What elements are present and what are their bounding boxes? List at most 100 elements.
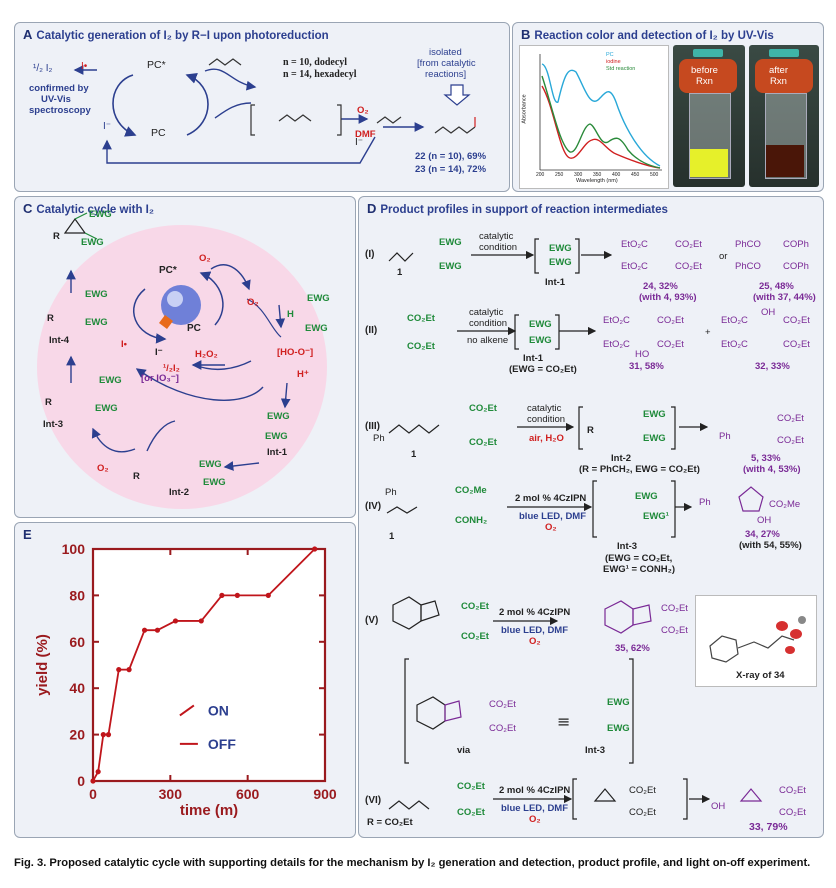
y-tick-label-0: 0 <box>77 773 85 789</box>
row-i-or: or <box>719 251 728 262</box>
cycle-background <box>37 225 327 509</box>
series-segment-7 <box>157 620 176 632</box>
row-i-p2-coph-1: COPh <box>783 239 809 250</box>
yield-23: 23 (n = 14), 72% <box>415 164 487 175</box>
series-segment-3 <box>107 669 120 735</box>
x-tick-label-0: 0 <box>89 786 97 802</box>
row-v-cond-2: blue LED, DMF <box>501 625 569 636</box>
int2-label: Int-2 <box>169 487 190 498</box>
iodine-spectrum <box>541 85 661 169</box>
y-tick-label-1: 20 <box>69 727 85 743</box>
via-co2et-1: CO₂Et <box>489 699 516 710</box>
row-iii-int: Int-2 <box>611 453 632 464</box>
ewg-int1-2: EWG <box>265 431 288 442</box>
y-axis-label: yield (%) <box>34 634 51 696</box>
row-iii-ph: Ph <box>373 433 385 444</box>
row-i-p2: 25, 48% <box>759 281 794 292</box>
int1-label: Int-1 <box>267 447 288 458</box>
row-iii-co2et-1: CO₂Et <box>469 403 497 414</box>
row-ii-p2-oh: OH <box>761 307 776 318</box>
uvvis-xtick-5: 450 <box>631 172 640 178</box>
uvvis-xtick-6: 500 <box>650 172 659 178</box>
legend-iodine: iodine <box>606 59 621 65</box>
cycle-arrows <box>63 212 291 471</box>
hplus-label: H⁺ <box>297 369 309 380</box>
via-label: via <box>457 745 471 756</box>
row-i-p2-coph-2: COPh <box>783 261 809 272</box>
r-int4: R <box>47 313 54 324</box>
ewg-int3-1: EWG <box>99 375 122 386</box>
row-i-int-ewg-2: EWG <box>549 257 572 268</box>
dmf-label: DMF <box>355 129 376 140</box>
data-point-0 <box>90 778 96 784</box>
row-i-ewg-2: EWG <box>439 261 462 272</box>
int3-label: Int-3 <box>43 419 64 430</box>
row-iv-p-co2me: CO₂Me <box>769 499 801 510</box>
i-radical-label: I• <box>81 61 88 72</box>
row-iii-p1: 5, 33% <box>751 453 781 464</box>
panel-e-title: E <box>23 527 32 542</box>
data-point-9 <box>198 618 204 624</box>
o2-bottom: O₂ <box>97 463 109 474</box>
x-tick-label-2: 600 <box>236 786 260 802</box>
row-ii-p2: 32, 33% <box>755 361 790 372</box>
series-segment-9 <box>200 594 223 622</box>
panel-a-scheme <box>73 58 476 164</box>
row-v-co2et-1: CO₂Et <box>461 601 489 612</box>
row-iii-intb: (R = PhCH₂, EWG = CO₂Et) <box>579 464 700 475</box>
row-v-p1: 35, 62% <box>615 643 650 654</box>
row-iv-1: 1 <box>389 531 395 542</box>
pc-star-c: PC* <box>159 265 177 276</box>
row-i-p1: 24, 32% <box>643 281 678 292</box>
row-vi-int-co2et-2: CO₂Et <box>629 807 656 818</box>
row-iii-label: (III) <box>365 421 380 432</box>
row-vi-p1: 33, 79% <box>749 821 788 833</box>
vial-before-photo: before Rxn <box>673 45 745 187</box>
ewg-cp-1: EWG <box>89 209 112 220</box>
panel-d-arrows: ≡ <box>386 238 764 820</box>
ewg-int1-1: EWG <box>267 411 290 422</box>
via-ewg-1: EWG <box>607 697 630 708</box>
ewg-malonate-2: EWG <box>305 323 328 334</box>
xray-structure: X-ray of 34 <box>695 595 817 687</box>
data-point-11 <box>234 592 240 598</box>
row-iii-co2et-2: CO₂Et <box>469 437 497 448</box>
series-segment-1 <box>97 734 105 772</box>
before-label: before Rxn <box>691 65 718 87</box>
data-point-6 <box>141 627 148 633</box>
row-i-p2b: (with 37, 44%) <box>753 292 816 303</box>
row-ii-p1: 31, 58% <box>629 361 664 372</box>
pc-spectrum <box>541 63 661 167</box>
row-iv-p1: 34, 27% <box>745 529 780 540</box>
pc-plus-c: PC <box>187 323 201 334</box>
xray-label: X-ray of 34 <box>736 670 785 681</box>
row-ii-p1-eto2c-2: EtO₂C <box>603 339 630 350</box>
pc-plus-label: PC <box>151 127 166 139</box>
row-ii-p2-eto2c-2: EtO₂C <box>721 339 748 350</box>
row-ii-p1-co2et-1: CO₂Et <box>657 315 684 326</box>
row-ii-cond-1: catalytic <box>469 307 504 318</box>
row-iii-int-r: R <box>587 425 594 436</box>
x-tick-label-1: 300 <box>159 786 183 802</box>
half-i2-label: ¹/₂ I₂ <box>33 63 53 74</box>
series-segment-5 <box>128 629 146 670</box>
row-iv-ph: Ph <box>385 487 397 498</box>
row-vi-rdef: R = CO₂Et <box>367 817 413 828</box>
row-i-p1-co2et-2: CO₂Et <box>675 261 702 272</box>
uvvis-ylabel: Absorbance <box>521 94 528 124</box>
data-point-3 <box>105 732 112 738</box>
data-point-12 <box>265 592 271 598</box>
ewg-int4-2: EWG <box>85 317 108 328</box>
row-ii-p2-eto2c-1: EtO₂C <box>721 315 748 326</box>
row-ii-p2-co2et-1: CO₂Et <box>783 315 810 326</box>
row-iv-p-oh: OH <box>757 515 772 526</box>
row-i-p1-co2et-1: CO₂Et <box>675 239 702 250</box>
via-ewg-2: EWG <box>607 723 630 734</box>
